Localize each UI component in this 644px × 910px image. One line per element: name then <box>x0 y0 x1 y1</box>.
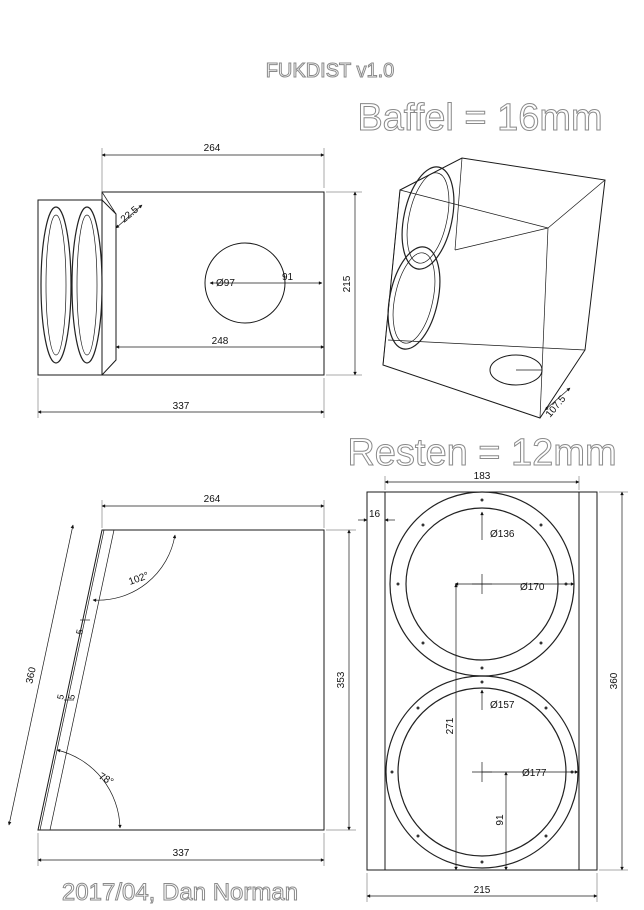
top-dim-248: 248 <box>212 336 229 347</box>
top-dim-264: 264 <box>204 143 221 154</box>
drawing-title: FUKDIST v1.0 <box>266 60 395 82</box>
top-dim-port: Ø97 <box>216 278 235 289</box>
footer-credit: 2017/04, Dan Norman <box>62 879 298 906</box>
front-dim-183: 183 <box>474 471 491 482</box>
side-dim-353: 353 <box>336 671 347 688</box>
front-dim-215: 215 <box>474 885 491 896</box>
top-dim-215: 215 <box>342 275 353 292</box>
front-dim-ring-bottom: Ø177 <box>522 768 547 779</box>
isometric-view: 107.5 <box>382 157 606 420</box>
side-view: 264 102° 5 5 5 360 353 78° 337 <box>7 494 356 866</box>
top-view: 264 22.5 Ø97 91 248 215 337 <box>37 143 362 418</box>
side-dim-337: 337 <box>173 848 190 859</box>
side-slot-c: 5 <box>66 693 77 700</box>
top-dim-337: 337 <box>173 401 190 412</box>
side-dim-360: 360 <box>24 666 38 685</box>
rest-label: Resten = 12mm <box>347 432 616 474</box>
side-angle-top: 102° <box>127 570 150 587</box>
front-dim-271: 271 <box>445 717 456 734</box>
front-dim-16: 16 <box>369 509 381 520</box>
side-angle-bottom: 78° <box>97 771 116 788</box>
baffle-label: Baffel = 16mm <box>357 97 602 139</box>
front-view: 183 16 Ø136 Ø170 Ø157 Ø177 271 91 360 21 <box>358 471 628 902</box>
top-dim-chamfer: 22.5 <box>119 204 141 225</box>
side-slot-b: 5 <box>55 693 66 700</box>
front-dim-360: 360 <box>609 672 620 689</box>
front-dim-ring-top: Ø170 <box>520 582 545 593</box>
top-dim-port-offset: 91 <box>282 272 294 283</box>
front-dim-hole-top: Ø136 <box>490 529 515 540</box>
front-dim-hole-bottom: Ø157 <box>490 700 515 711</box>
side-dim-264: 264 <box>204 494 221 505</box>
side-slot-a: 5 <box>74 628 85 635</box>
front-dim-91: 91 <box>495 814 506 826</box>
